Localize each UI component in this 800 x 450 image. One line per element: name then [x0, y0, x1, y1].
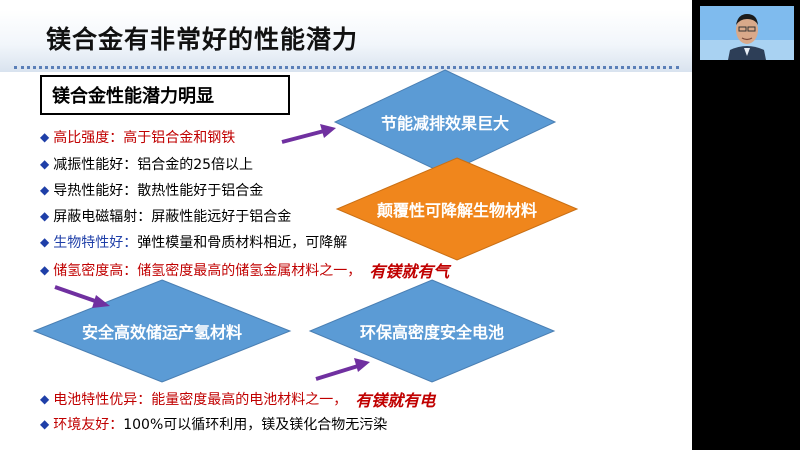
bullet-body: 高于铝合金和钢铁 [123, 130, 236, 146]
diamond-label-battery: 环保高密度安全电池 [359, 323, 505, 342]
bullet-diamond-icon: ◆ [40, 235, 50, 249]
diamond-label-energy-saving: 节能减排效果巨大 [380, 114, 510, 133]
bullet-emphasis: 有镁就有气 [369, 262, 450, 281]
slide: 镁合金有非常好的性能潜力 镁合金性能潜力明显 节能减排效果巨大 颠覆性可降解生物… [0, 0, 692, 450]
bullet-emi-shielding: ◆ 屏蔽电磁辐射： 屏蔽性能远好于铝合金 [40, 206, 291, 226]
bullet-biocompatibility: ◆ 生物特性好： 弹性模量和骨质材料相近，可降解 [40, 232, 347, 252]
bullet-body: 弹性模量和骨质材料相近，可降解 [137, 235, 348, 251]
arrow-up-right-icon [315, 358, 370, 381]
bullet-lead: 环境友好： [53, 417, 124, 433]
presenter-avatar [700, 6, 794, 60]
bullet-body: 散热性能好于铝合金 [137, 183, 264, 199]
bullet-body: 能量密度最高的电池材料之一， [151, 392, 348, 408]
bullet-diamond-icon: ◆ [40, 183, 50, 197]
bullet-diamond-icon: ◆ [40, 417, 50, 431]
bullet-lead: 减振性能好： [53, 157, 138, 173]
presenter-video [700, 6, 794, 60]
bullet-diamond-icon: ◆ [40, 157, 50, 171]
bullet-body: 储氢密度最高的储氢金属材料之一， [137, 263, 362, 279]
bullet-thermal: ◆ 导热性能好： 散热性能好于铝合金 [40, 180, 263, 200]
slide-title: 镁合金有非常好的性能潜力 [46, 25, 359, 54]
bullet-lead: 高比强度： [53, 130, 124, 146]
title-divider [14, 66, 679, 69]
bullet-lead: 生物特性好： [53, 235, 138, 251]
arrow-right-icon [281, 124, 336, 144]
bullet-diamond-icon: ◆ [40, 209, 50, 223]
bullet-emphasis: 有镁就有电 [355, 391, 436, 410]
subtitle-text: 镁合金性能潜力明显 [52, 86, 214, 107]
bullet-lead: 导热性能好： [53, 183, 138, 199]
bullet-body: 100%可以循环利用，镁及镁化合物无污染 [123, 417, 388, 433]
subtitle-box: 镁合金性能潜力明显 [40, 75, 290, 115]
bullet-environment: ◆ 环境友好： 100%可以循环利用，镁及镁化合物无污染 [40, 414, 387, 434]
bullet-diamond-icon: ◆ [40, 263, 50, 277]
arrow-down-right-icon [54, 285, 110, 308]
diamond-label-biomaterial: 颠覆性可降解生物材料 [376, 201, 538, 220]
bullet-lead: 屏蔽电磁辐射： [53, 209, 152, 225]
bullet-diamond-icon: ◆ [40, 392, 50, 406]
bullet-battery: ◆ 电池特性优异： 能量密度最高的电池材料之一， 有镁就有电 [40, 387, 435, 411]
bullet-damping: ◆ 减振性能好： 铝合金的25倍以上 [40, 154, 253, 174]
bullet-hydrogen-storage: ◆ 储氢密度高： 储氢密度最高的储氢金属材料之一， 有镁就有气 [40, 258, 449, 282]
bullet-lead: 储氢密度高： [53, 263, 138, 279]
bullet-lead: 电池特性优异： [53, 392, 152, 408]
title-bar [0, 10, 692, 72]
diamond-label-hydrogen: 安全高效储运产氢材料 [81, 323, 243, 342]
bullet-body: 铝合金的25倍以上 [137, 157, 254, 173]
bullet-diamond-icon: ◆ [40, 130, 50, 144]
bullet-specific-strength: ◆ 高比强度： 高于铝合金和钢铁 [40, 127, 235, 147]
bullet-body: 屏蔽性能远好于铝合金 [151, 209, 292, 225]
